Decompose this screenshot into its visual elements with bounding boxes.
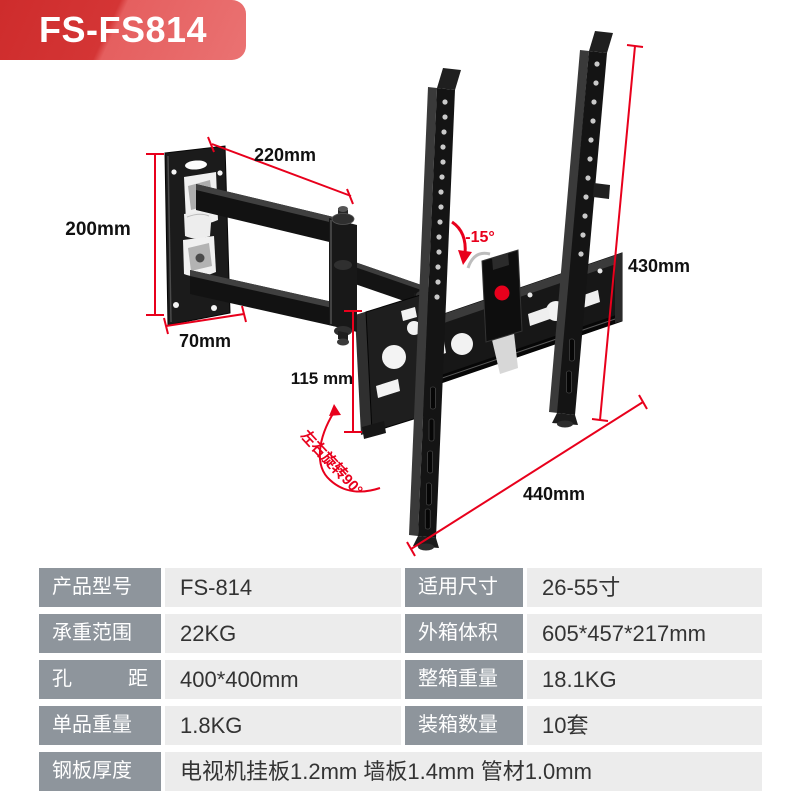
tilt-angle-label: -15° [465,229,495,246]
spec-value: 400*400mm [165,660,401,699]
rail-tab [593,183,610,199]
tilt-bracket [466,249,523,374]
spec-label: 整箱重量 [405,660,523,699]
dim-label-430mm: 430mm [628,256,690,276]
spec-value: 电视机挂板1.2mm 墙板1.4mm 管材1.0mm [165,752,762,791]
arc-arrowhead [329,404,341,416]
dim-label-220mm: 220mm [254,145,316,165]
dim-label-70mm: 70mm [179,331,231,351]
elbow-joint [329,206,357,346]
spec-value: 10套 [527,706,762,745]
upper-arm [196,184,346,246]
left-rail [409,68,461,551]
model-badge: FS-FS814 [0,0,246,60]
spec-value: 1.8KG [165,706,401,745]
vesa-hole [407,321,421,335]
spec-table: 产品型号 FS-814 适用尺寸 26-55寸 承重范围 22KG 外箱体积 6… [39,568,762,798]
lower-arm [190,270,346,329]
spec-value: 22KG [165,614,401,653]
spec-value: 605*457*217mm [527,614,762,653]
spec-row: 产品型号 FS-814 适用尺寸 26-55寸 [39,568,762,607]
spec-label: 孔 距 [39,660,161,699]
spec-row: 孔 距 400*400mm 整箱重量 18.1KG [39,660,762,699]
spec-row: 单品重量 1.8KG 装箱数量 10套 [39,706,762,745]
dim-label-440mm: 440mm [523,484,585,504]
dim-label-115mm: 115 mm [291,369,353,388]
spec-row: 钢板厚度 电视机挂板1.2mm 墙板1.4mm 管材1.0mm [39,752,762,791]
spec-label: 装箱数量 [405,706,523,745]
spec-value: FS-814 [165,568,401,607]
right-rail [549,31,613,428]
crossbar-hole [451,333,473,355]
wall-mount-figure: 220mm 200mm 70mm 115 mm 430mm 440mm -15°… [65,31,690,557]
spec-label: 外箱体积 [405,614,523,653]
rotation-note-label: 左右旋转90° [296,426,366,499]
dimension-annotations [146,44,648,557]
spec-value: 26-55寸 [527,568,762,607]
spec-label: 承重范围 [39,614,161,653]
spec-label: 单品重量 [39,706,161,745]
model-badge-text: FS-FS814 [38,9,208,50]
spec-label: 产品型号 [39,568,161,607]
tilt-arrowhead [458,250,472,265]
spec-row: 承重范围 22KG 外箱体积 605*457*217mm [39,614,762,653]
vesa-hole [382,345,406,369]
dim-label-200mm: 200mm [65,219,131,240]
spec-value: 18.1KG [527,660,762,699]
locator-dot [494,285,510,301]
spec-label: 钢板厚度 [39,752,161,791]
spec-label: 适用尺寸 [405,568,523,607]
